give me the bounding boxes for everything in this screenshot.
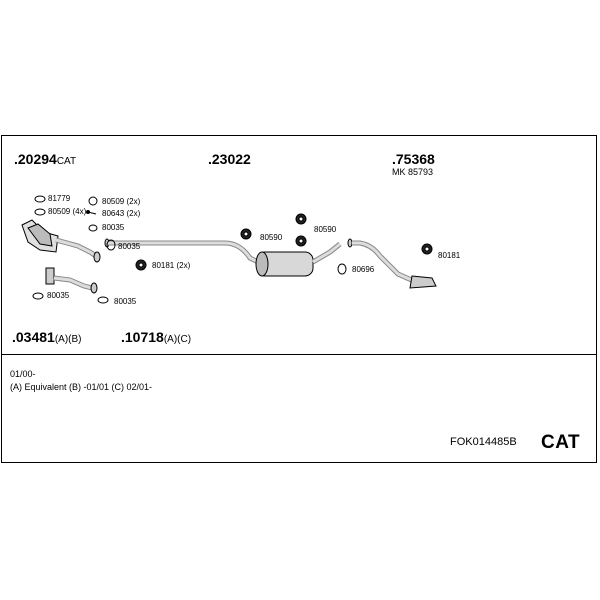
assembly-cat-front: .20294CAT	[14, 151, 77, 167]
notes-divider	[1, 354, 597, 355]
rear-mounting-kit: MK 85793	[392, 167, 434, 177]
part-label: 80035	[114, 297, 137, 306]
reference-code: FOK014485B	[450, 436, 517, 448]
hanger-icon	[135, 213, 433, 271]
front-pipe-icon	[45, 267, 98, 294]
part-label: 80509 (2x)	[102, 197, 141, 206]
cat-logo: CAT	[541, 432, 581, 453]
rear-pipe-icon	[347, 238, 437, 289]
part-label: 81779	[48, 194, 71, 203]
gasket-icon	[32, 195, 347, 304]
part-label: 80696	[352, 265, 375, 274]
part-label: 80181	[438, 251, 461, 260]
part-label: 80035	[47, 291, 70, 300]
note-date-range: 01/00-	[10, 369, 36, 379]
part-label: 80181 (2x)	[152, 261, 191, 270]
note-equivalents: (A) Equivalent (B) -01/01 (C) 02/01-	[10, 382, 153, 392]
catalytic-converter-icon	[21, 219, 101, 263]
assembly-rear: .75368	[392, 151, 435, 167]
assembly-front-a: .03481(A)(B)	[12, 329, 82, 345]
silencer-icon	[255, 242, 342, 277]
bolt-icon	[86, 210, 97, 215]
assembly-front-b: .10718(A)(C)	[121, 329, 192, 345]
part-label: 80643 (2x)	[102, 209, 141, 218]
part-label: 80590	[314, 225, 337, 234]
part-label: 80590	[260, 233, 283, 242]
diagram-frame	[1, 135, 597, 463]
part-label: 80035	[102, 223, 125, 232]
part-label: 80509 (4x)	[48, 207, 87, 216]
assembly-middle: .23022	[208, 151, 251, 167]
part-label: 80035	[118, 242, 141, 251]
